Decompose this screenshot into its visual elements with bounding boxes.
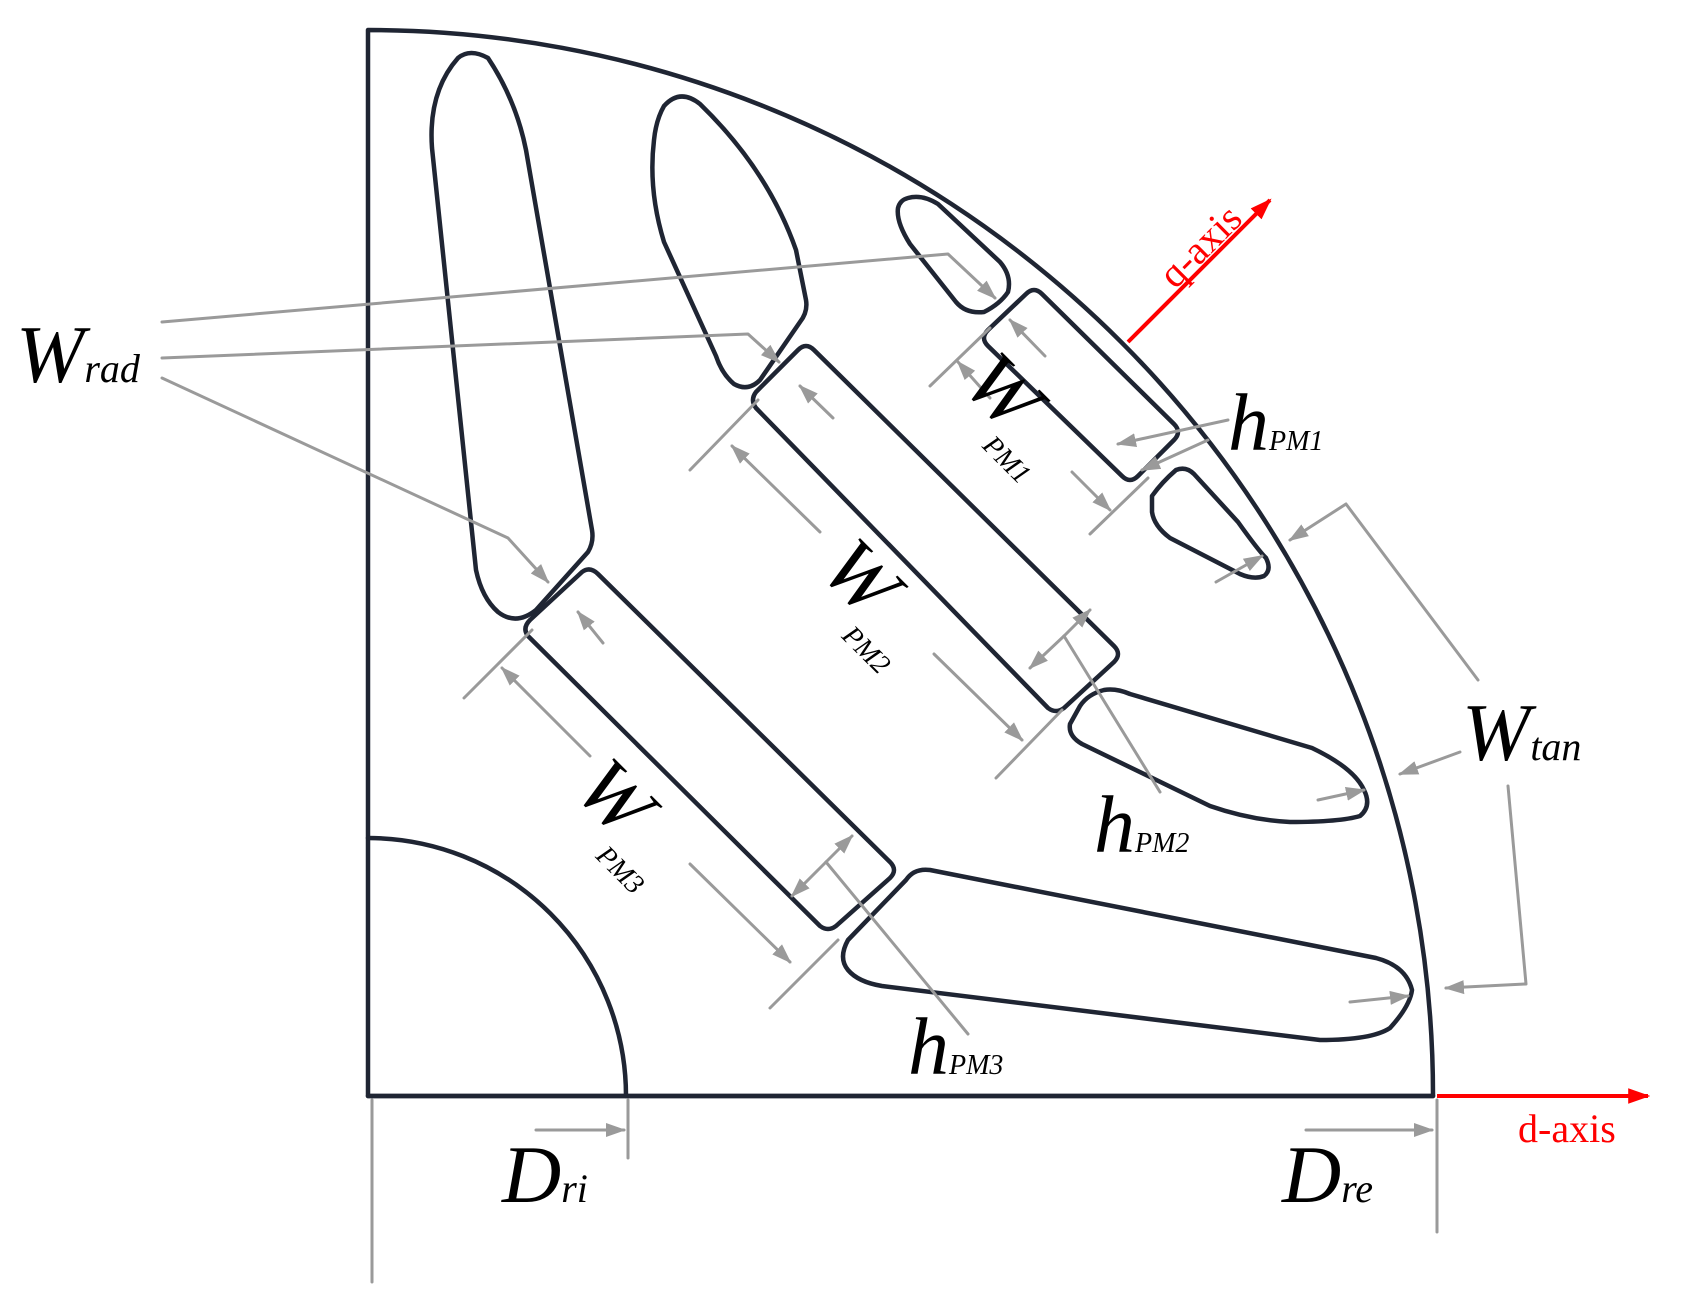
w-pm1-arrow-b [1070,470,1112,512]
w-tan-arrow-1b [1214,554,1264,584]
svg-text:W: W [805,520,922,637]
h-pm3-leader [824,860,970,1036]
w-pm2-ext-2 [994,708,1064,780]
d-ri-sub: ri [561,1166,588,1211]
h-pm1-main: h [1228,377,1269,468]
rotor-outer-boundary [365,27,1436,1099]
q-axis-label: q-axis [1150,195,1251,296]
w-pm2-main: W [805,520,922,637]
rotor-outline [365,27,1436,1099]
h-pm3-sub: PM3 [948,1050,1003,1081]
w-tan-sub: tan [1530,724,1581,769]
w-rad-leader-1 [160,252,997,324]
magnet-slot-pm1 [981,287,1181,483]
d-axis-label: d-axis [1518,1106,1616,1151]
w-pm3-ext-1 [462,628,534,700]
h-pm3-arrow-b [824,834,854,864]
flux-barrier-layer3-lower [840,867,1415,1043]
svg-text:W: W [559,740,676,857]
svg-text:PM3: PM3 [589,839,650,900]
h-pm2-arrow-a [1028,634,1066,670]
svg-text:PM2: PM2 [835,619,896,680]
h-pm2-sub: PM2 [1134,828,1189,859]
w-rad-tick-1 [1008,318,1047,358]
w-pm3-sub: PM3 [589,839,650,900]
flux-barrier-layer3-upper [429,50,595,621]
h-pm1-arrow-b [1140,438,1210,472]
dimension-lines [160,252,1528,1284]
w-pm1-ext-2 [1088,476,1150,536]
w-tan-arrow-3b [1348,990,1410,1005]
h-pm1-sub: PM1 [1268,426,1323,457]
d-ri-main: D [501,1129,561,1220]
d-re-label: Dre [1281,1129,1373,1220]
axes: q-axis d-axis [1126,195,1651,1151]
w-tan-leader-1 [1288,502,1480,682]
h-pm2-arrow-b [1062,608,1092,638]
svg-text:PM1: PM1 [976,429,1037,490]
h-pm2-label: hPM2 [1094,779,1189,870]
w-pm1-sub: PM1 [976,429,1037,490]
w-rad-main: W [16,309,91,400]
w-pm3-arrow-b [688,862,792,964]
h-pm3-label: hPM3 [908,1001,1003,1092]
flux-barrier-layer1-lower [1149,466,1271,580]
w-pm2-label: W PM2 [805,520,922,680]
w-pm1-arrow-a [956,360,992,400]
w-rad-leader-3 [160,376,550,584]
h-pm2-main: h [1094,779,1135,870]
h-pm1-label: hPM1 [1228,377,1323,468]
w-pm3-label: W PM3 [559,740,676,900]
flux-barrier-layer2-upper [650,94,809,390]
w-tan-leader-2 [1398,750,1462,776]
dimension-labels: Wrad Wtan W PM1 W PM2 W PM3 hPM1 hPM2 [16,309,1581,1220]
w-pm2-arrow-a [730,444,822,534]
shaft-arc [365,835,629,1099]
flux-barriers [429,50,1415,1043]
w-rad-tick-3 [576,610,605,645]
w-tan-leader-3 [1444,784,1528,995]
h-pm1-leader [1116,418,1230,448]
w-rad-label: Wrad [16,309,141,400]
q-axis-arrow [1126,198,1272,344]
w-rad-tick-2 [798,384,835,420]
w-pm2-arrow-b [932,652,1024,742]
w-rad-leader-2 [160,332,781,364]
w-pm3-main: W [559,740,676,857]
w-pm3-ext-2 [768,938,840,1010]
d-re-main: D [1281,1129,1341,1220]
w-pm3-arrow-a [500,666,592,758]
w-pm2-ext-1 [688,398,760,472]
flux-barrier-layer1-upper [895,194,1012,315]
h-pm3-main: h [908,1001,949,1092]
w-tan-main: W [1462,687,1537,778]
w-tan-label: Wtan [1462,687,1581,778]
w-rad-sub: rad [84,346,141,391]
magnet-slot-pm3 [523,567,897,932]
d-ri-label: Dri [501,1129,588,1220]
w-tan-arrow-2b [1316,786,1366,802]
h-pm3-arrow-a [790,860,828,898]
d-re-sub: re [1341,1166,1373,1211]
w-pm2-sub: PM2 [835,619,896,680]
w-pm1-ext-1 [928,326,992,388]
h-pm2-leader [1062,634,1162,794]
flux-barrier-layer2-lower [1067,687,1370,825]
